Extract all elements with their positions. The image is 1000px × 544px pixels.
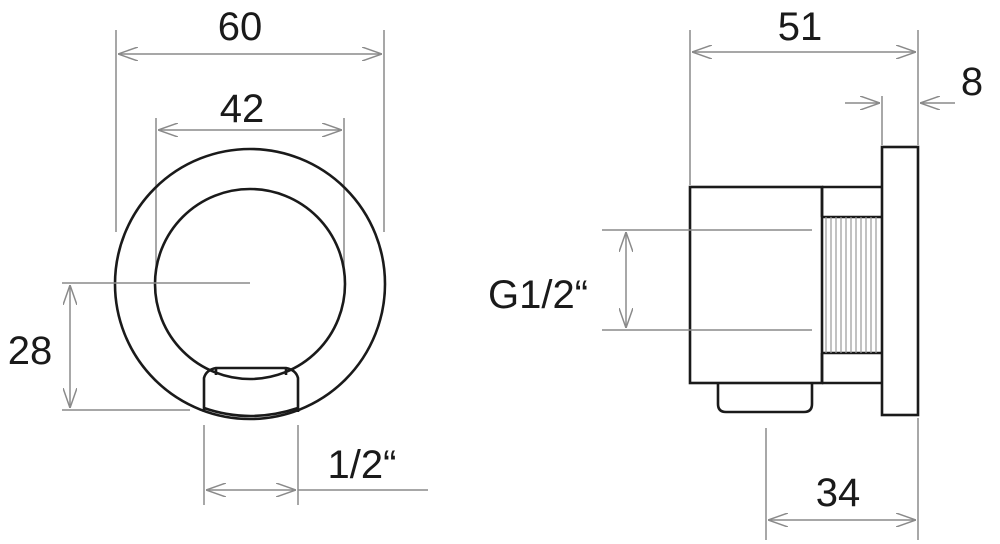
flange-thickness-label: 8 [961, 60, 983, 104]
inner-bore-circle [153, 187, 347, 381]
center-height-label: 28 [8, 329, 53, 373]
side-view: 51 8 [488, 5, 983, 540]
body-block [688, 185, 824, 385]
inner-diameter-label: 42 [220, 87, 265, 131]
outer-diameter-label: 60 [218, 5, 263, 49]
inlet-thread-label: G1/2“ [488, 273, 588, 317]
side-outlet-stub [716, 383, 814, 414]
outlet-thread-label: 1/2“ [328, 443, 397, 487]
thread-hatching [825, 217, 877, 353]
outlet-offset-label: 34 [816, 471, 861, 515]
outlet-nozzle [202, 366, 300, 412]
outer-ring-circle [113, 147, 387, 421]
front-view: 60 42 28 1/2“ [8, 5, 428, 505]
overall-length-label: 51 [778, 5, 823, 49]
mounting-flange [880, 145, 920, 417]
